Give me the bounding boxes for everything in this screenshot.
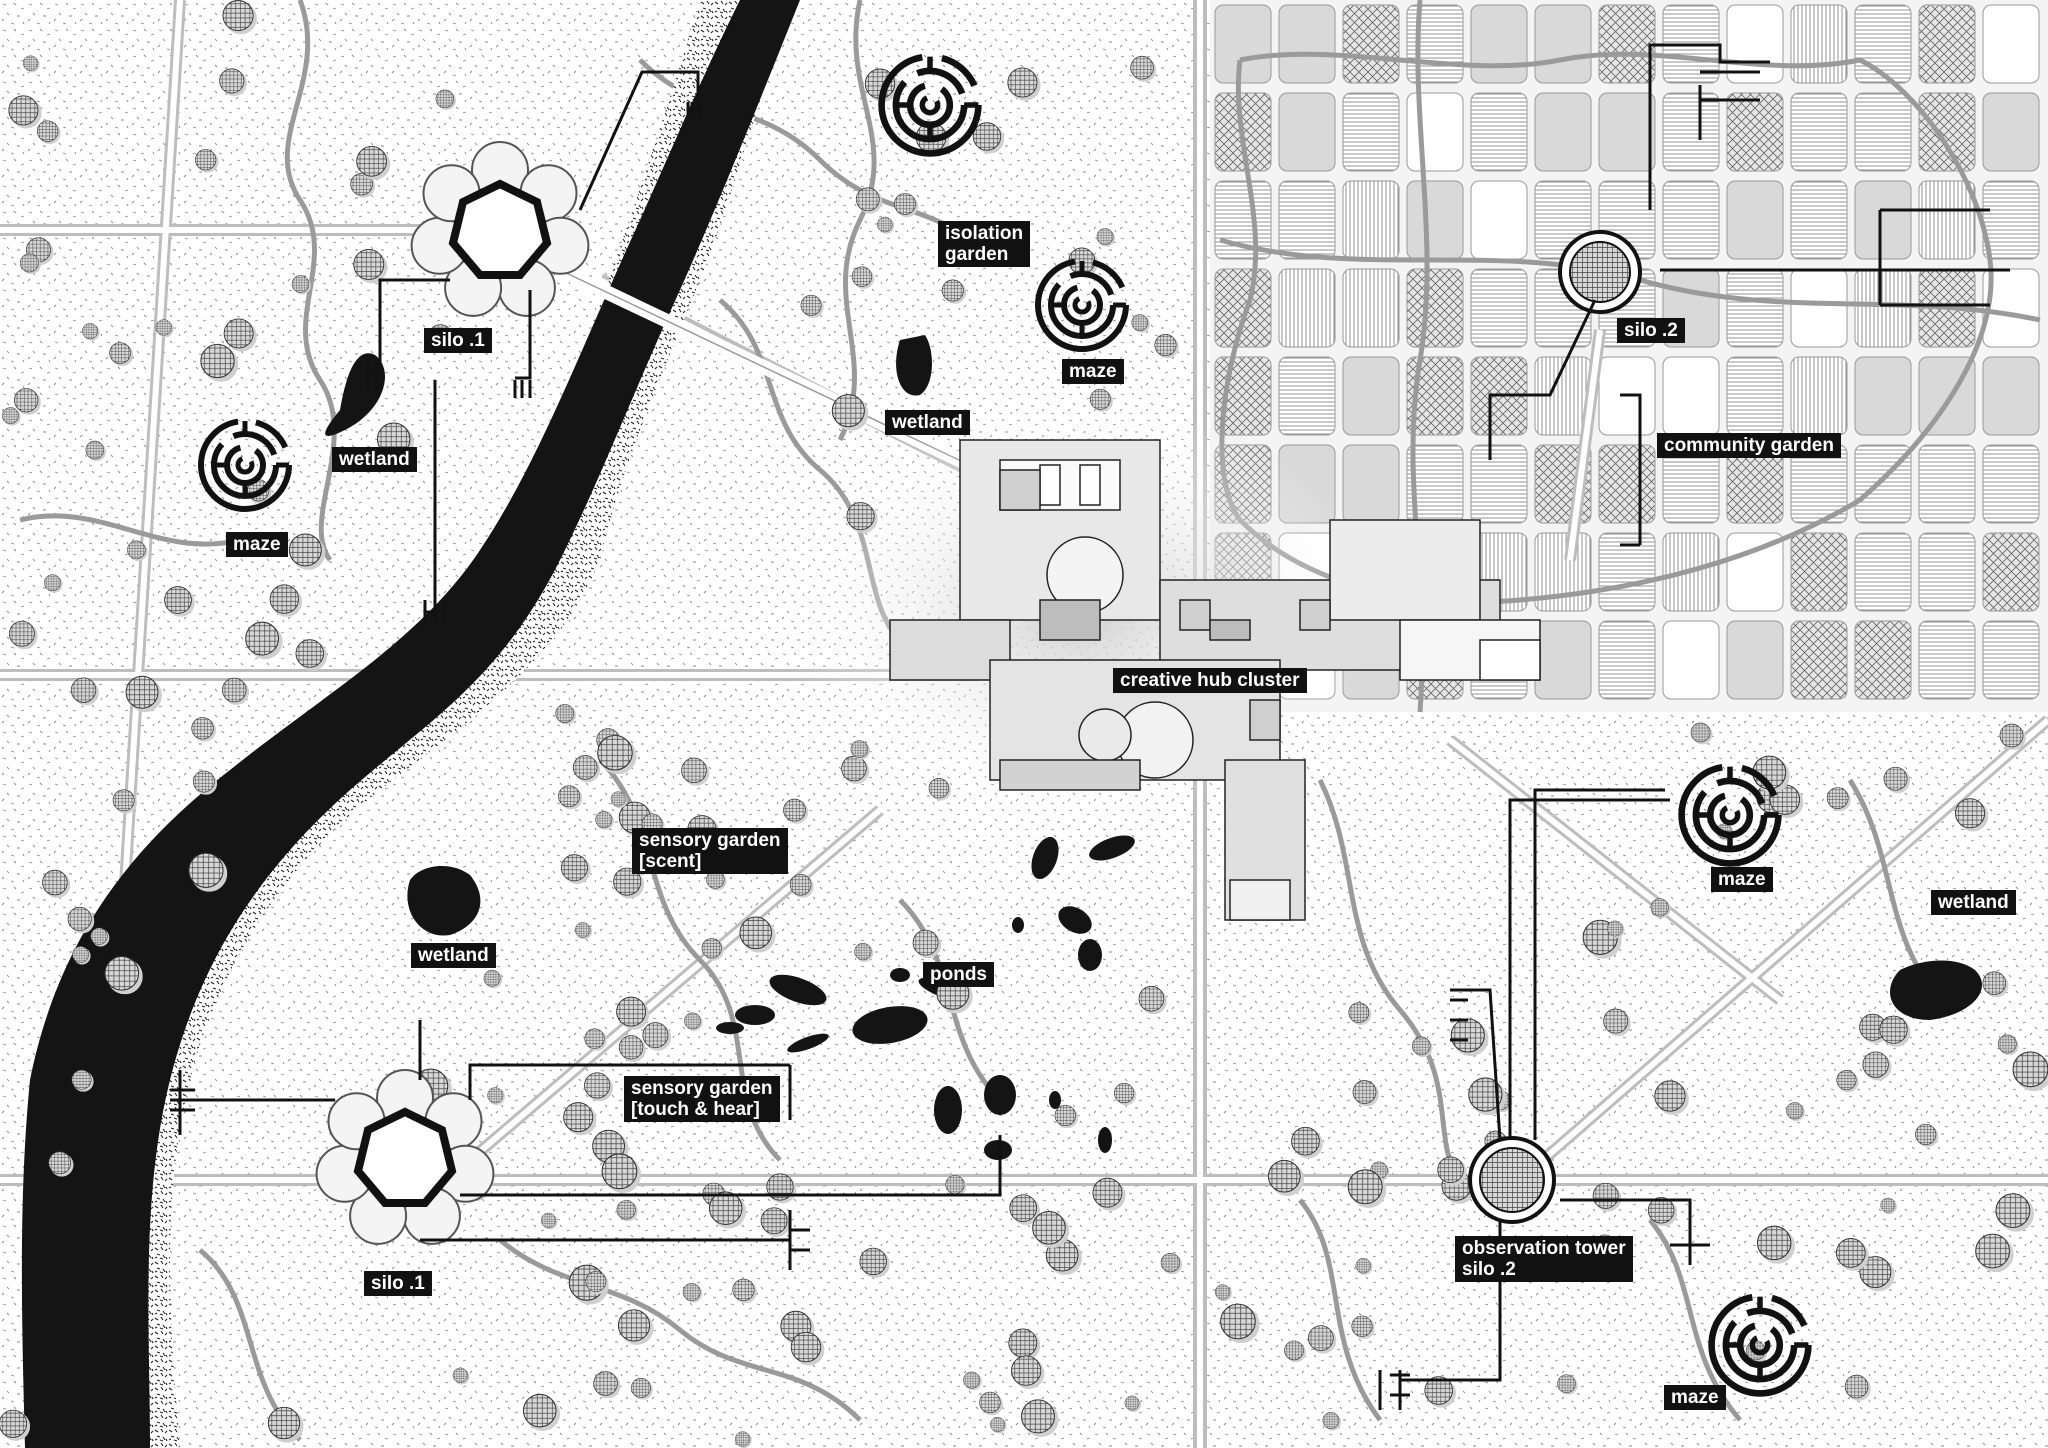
tower-icon (1468, 230, 1642, 1224)
garden-plot (1726, 92, 1784, 172)
garden-plot (1854, 92, 1912, 172)
garden-plot (1470, 92, 1528, 172)
garden-plot (1726, 620, 1784, 700)
garden-plot (1406, 92, 1464, 172)
garden-plot (1918, 4, 1976, 84)
garden-plot (1534, 92, 1592, 172)
garden-plot (1854, 356, 1912, 436)
garden-plot (1342, 444, 1400, 524)
garden-plot (1854, 532, 1912, 612)
garden-plot (1406, 4, 1464, 84)
label-wetland-mid-left: wetland (411, 943, 496, 968)
label-maze-top-center: maze (1062, 359, 1124, 384)
garden-plot (1726, 180, 1784, 260)
garden-plot (1598, 620, 1656, 700)
garden-plot (1918, 444, 1976, 524)
garden-plot (1598, 4, 1656, 84)
garden-plot (1726, 532, 1784, 612)
garden-plot (1662, 620, 1720, 700)
label-community-garden: community garden (1657, 433, 1841, 458)
garden-plot (1918, 92, 1976, 172)
garden-plot (1918, 180, 1976, 260)
label-silo1-top: silo .1 (424, 328, 492, 353)
label-wetland-right: wetland (1931, 890, 2016, 915)
garden-plot (1982, 268, 2040, 348)
garden-plot (1470, 268, 1528, 348)
garden-plot (1662, 180, 1720, 260)
garden-plot (1982, 620, 2040, 700)
label-ponds: ponds (923, 962, 994, 987)
garden-plot (1342, 92, 1400, 172)
label-silo1-bottom: silo .1 (364, 1271, 432, 1296)
garden-plot (1790, 92, 1848, 172)
label-silo2-top: silo .2 (1617, 318, 1685, 343)
garden-plot (1854, 180, 1912, 260)
garden-plot (1918, 532, 1976, 612)
garden-plot (1790, 356, 1848, 436)
garden-plot (1470, 4, 1528, 84)
garden-plot (1982, 180, 2040, 260)
garden-plot (1534, 620, 1592, 700)
garden-plot (1982, 532, 2040, 612)
garden-plot (1790, 268, 1848, 348)
garden-plot (1982, 444, 2040, 524)
garden-plot (1790, 180, 1848, 260)
garden-plot (1278, 92, 1336, 172)
garden-plot (1342, 180, 1400, 260)
garden-plot (1470, 444, 1528, 524)
label-maze-left: maze (226, 532, 288, 557)
silo-icon (410, 141, 590, 317)
garden-plot (1726, 268, 1784, 348)
garden-plot (1406, 180, 1464, 260)
garden-plot (1214, 268, 1272, 348)
leader-lines (170, 43, 2010, 1410)
garden-plot (1278, 180, 1336, 260)
garden-plot (1982, 92, 2040, 172)
garden-plot (1278, 356, 1336, 436)
garden-plot (1662, 92, 1720, 172)
label-maze-right: maze (1711, 867, 1773, 892)
silo-icon (315, 1069, 495, 1245)
label-maze-bottom-right: maze (1664, 1385, 1726, 1410)
garden-plot (1342, 4, 1400, 84)
garden-plot (1982, 356, 2040, 436)
garden-plot (1854, 268, 1912, 348)
garden-plot (1662, 356, 1720, 436)
garden-plot (1278, 268, 1336, 348)
garden-plot (1278, 4, 1336, 84)
garden-plot (1982, 4, 2040, 84)
garden-plot (1790, 620, 1848, 700)
label-sensory-touch: sensory garden[touch & hear] (624, 1076, 780, 1122)
garden-plot (1854, 620, 1912, 700)
garden-plot (1406, 268, 1464, 348)
label-wetland-top-center: wetland (885, 410, 970, 435)
river (21, 0, 801, 1448)
garden-plot (1342, 268, 1400, 348)
label-creative-hub: creative hub cluster (1113, 668, 1307, 693)
garden-plot (1598, 92, 1656, 172)
label-sensory-scent: sensory garden[scent] (632, 828, 788, 874)
garden-plot (1598, 444, 1656, 524)
label-wetland-top-left: wetland (332, 447, 417, 472)
garden-plot (1790, 4, 1848, 84)
garden-plot (1918, 620, 1976, 700)
garden-plot (1598, 532, 1656, 612)
garden-plot (1342, 356, 1400, 436)
garden-plot (1534, 4, 1592, 84)
wetlands (325, 335, 1983, 1020)
garden-plot (1214, 4, 1272, 84)
garden-plot (1726, 356, 1784, 436)
garden-plot (1470, 180, 1528, 260)
garden-plot (1406, 356, 1464, 436)
garden-plot (1790, 532, 1848, 612)
